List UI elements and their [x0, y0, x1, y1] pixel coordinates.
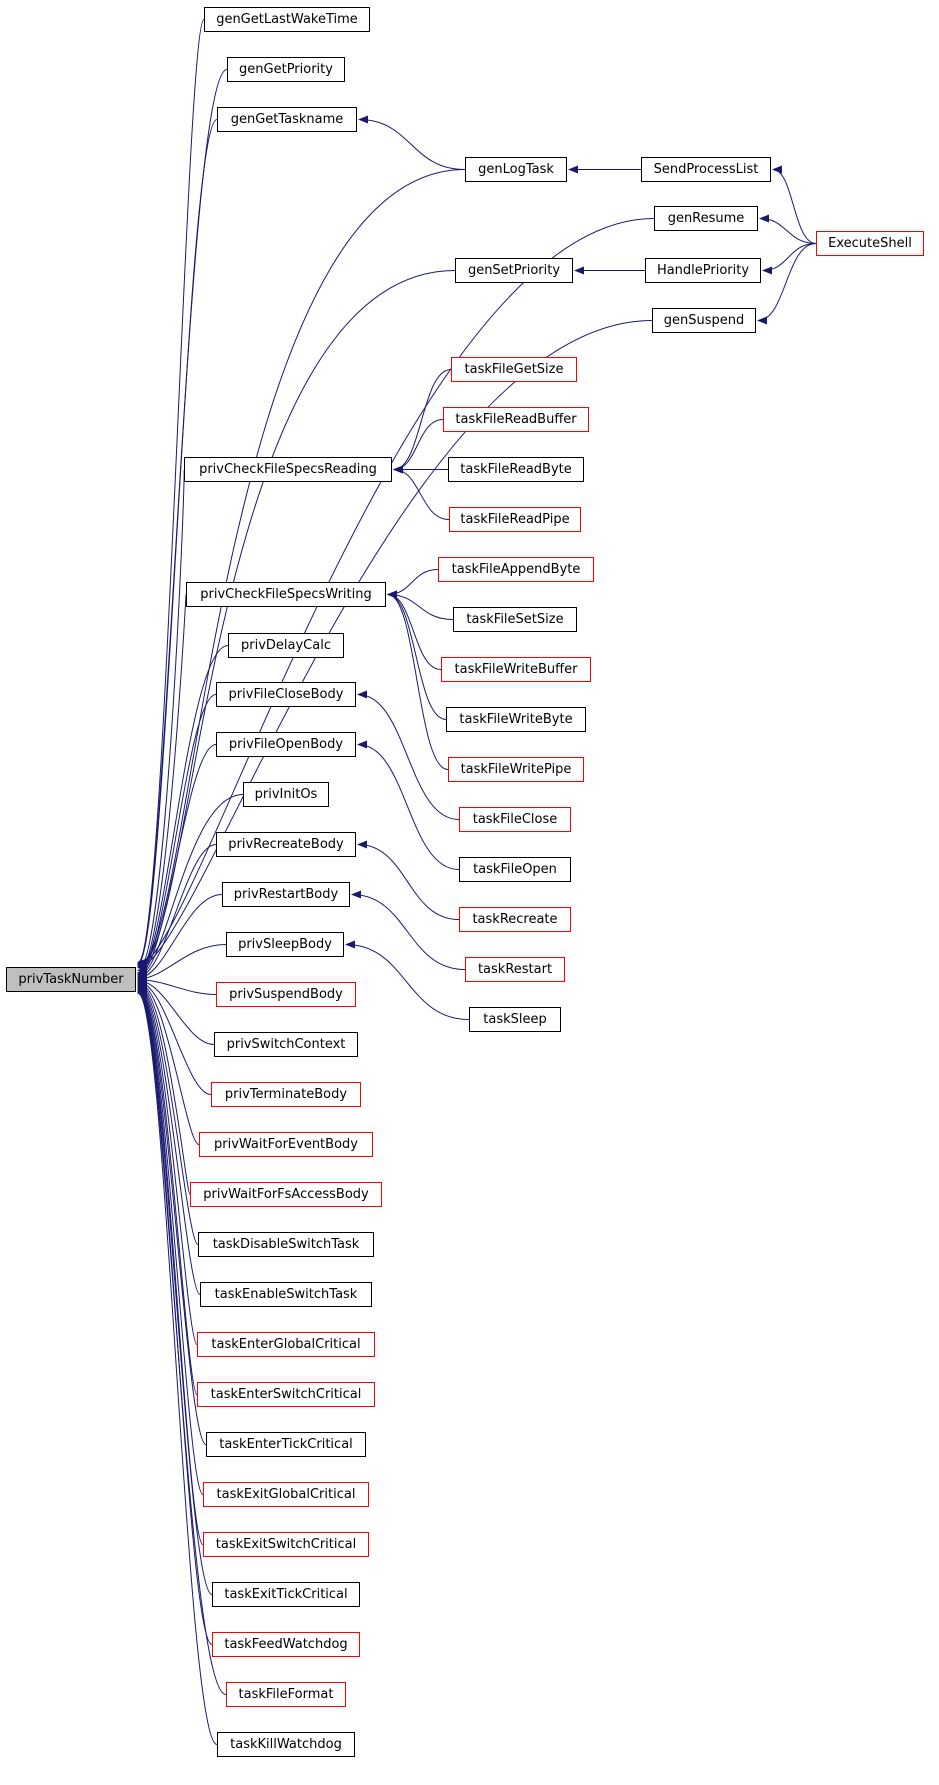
node-task-file-read-pipe[interactable]: taskFileReadPipe [449, 507, 581, 532]
node-gen-get-taskname[interactable]: genGetTaskname [217, 107, 357, 132]
node-task-file-open[interactable]: taskFileOpen [459, 857, 571, 882]
node-task-restart[interactable]: taskRestart [465, 957, 565, 982]
node-task-file-write-pipe[interactable]: taskFileWritePipe [448, 757, 584, 782]
edge-priv-restart-body-to-priv-task-number [137, 894, 223, 982]
edge-task-sleep-to-priv-sleep-body [345, 940, 470, 1020]
node-priv-check-file-specs-writing[interactable]: privCheckFileSpecsWriting [186, 582, 386, 607]
edge-task-file-get-size-to-priv-check-file-specs-reading [393, 369, 452, 474]
node-task-file-format[interactable]: taskFileFormat [226, 1682, 346, 1707]
node-task-file-close[interactable]: taskFileClose [459, 807, 571, 832]
edge-task-file-write-pipe-to-priv-check-file-specs-writing [387, 590, 449, 770]
edge-task-file-append-byte-to-priv-check-file-specs-writing [387, 569, 439, 599]
node-gen-set-priority[interactable]: genSetPriority [455, 258, 573, 283]
edge-task-file-write-byte-to-priv-check-file-specs-writing [387, 590, 447, 720]
node-gen-resume[interactable]: genResume [654, 206, 758, 231]
node-task-sleep[interactable]: taskSleep [469, 1007, 561, 1032]
edge-priv-file-open-body-to-priv-task-number [137, 744, 217, 980]
node-priv-sleep-body[interactable]: privSleepBody [226, 932, 344, 957]
node-priv-wait-for-event-body[interactable]: privWaitForEventBody [199, 1132, 373, 1157]
edge-priv-wait-for-event-body-to-priv-task-number [137, 978, 200, 1145]
node-gen-log-task[interactable]: genLogTask [465, 157, 567, 182]
node-priv-file-close-body[interactable]: privFileCloseBody [216, 682, 356, 707]
node-gen-get-priority[interactable]: genGetPriority [227, 57, 345, 82]
node-task-file-write-buffer[interactable]: taskFileWriteBuffer [441, 657, 591, 682]
edge-task-enable-switch-task-to-priv-task-number [137, 981, 201, 1295]
edge-task-enter-global-critical-to-priv-task-number [137, 982, 198, 1345]
node-task-enter-switch-critical[interactable]: taskEnterSwitchCritical [197, 1382, 375, 1407]
edge-priv-file-close-body-to-priv-task-number [137, 694, 217, 979]
node-task-enter-tick-critical[interactable]: taskEnterTickCritical [206, 1432, 366, 1457]
node-execute-shell[interactable]: ExecuteShell [816, 231, 924, 256]
node-priv-task-number: privTaskNumber [6, 967, 136, 992]
edge-priv-terminate-body-to-priv-task-number [137, 977, 212, 1095]
edge-task-file-write-buffer-to-priv-check-file-specs-writing [387, 590, 442, 670]
edge-task-feed-watchdog-to-priv-task-number [137, 987, 213, 1645]
edge-task-exit-global-critical-to-priv-task-number [137, 984, 204, 1495]
edge-priv-check-file-specs-reading-to-priv-task-number [137, 469, 185, 975]
node-priv-delay-calc[interactable]: privDelayCalc [228, 633, 344, 658]
node-task-exit-switch-critical[interactable]: taskExitSwitchCritical [203, 1532, 369, 1557]
node-task-feed-watchdog[interactable]: taskFeedWatchdog [212, 1632, 360, 1657]
edge-task-enter-switch-critical-to-priv-task-number [137, 983, 198, 1395]
node-task-exit-global-critical[interactable]: taskExitGlobalCritical [203, 1482, 369, 1507]
node-task-recreate[interactable]: taskRecreate [459, 907, 571, 932]
node-gen-suspend[interactable]: genSuspend [652, 308, 756, 333]
edge-execute-shell-to-gen-resume [759, 214, 817, 244]
node-task-file-write-byte[interactable]: taskFileWriteByte [446, 707, 586, 732]
edge-task-file-close-to-priv-file-close-body [357, 690, 460, 820]
edge-task-file-read-pipe-to-priv-check-file-specs-reading [393, 465, 450, 520]
node-priv-restart-body[interactable]: privRestartBody [222, 882, 350, 907]
edge-priv-init-os-to-priv-task-number [137, 794, 244, 981]
edge-task-file-open-to-priv-file-open-body [357, 740, 460, 870]
node-priv-recreate-body[interactable]: privRecreateBody [216, 832, 356, 857]
edge-task-enter-tick-critical-to-priv-task-number [137, 984, 207, 1445]
node-task-enter-global-critical[interactable]: taskEnterGlobalCritical [197, 1332, 375, 1357]
edge-priv-delay-calc-to-priv-task-number [137, 645, 229, 978]
edge-task-exit-tick-critical-to-priv-task-number [137, 986, 213, 1595]
edge-task-disable-switch-task-to-priv-task-number [137, 980, 199, 1245]
node-priv-init-os[interactable]: privInitOs [243, 782, 329, 807]
node-task-file-append-byte[interactable]: taskFileAppendByte [438, 557, 594, 582]
edge-task-kill-watchdog-to-priv-task-number [137, 989, 218, 1745]
edge-gen-set-priority-to-priv-task-number [137, 270, 456, 971]
edge-gen-log-task-to-priv-task-number [137, 169, 466, 969]
node-task-file-read-byte[interactable]: taskFileReadByte [448, 457, 584, 482]
edge-task-recreate-to-priv-recreate-body [357, 840, 460, 920]
edge-gen-get-taskname-to-priv-task-number [137, 119, 218, 968]
edge-execute-shell-to-handle-priority [762, 243, 817, 275]
edge-priv-wait-for-fs-access-body-to-priv-task-number [137, 979, 191, 1195]
edge-task-file-format-to-priv-task-number [137, 988, 227, 1695]
node-gen-get-last-wake-time[interactable]: genGetLastWakeTime [204, 7, 370, 32]
node-priv-switch-context[interactable]: privSwitchContext [214, 1032, 358, 1057]
node-task-file-set-size[interactable]: taskFileSetSize [453, 607, 577, 632]
edge-execute-shell-to-gen-suspend [757, 243, 817, 325]
edge-task-file-read-buffer-to-priv-check-file-specs-reading [393, 419, 444, 474]
node-task-file-get-size[interactable]: taskFileGetSize [451, 357, 577, 382]
node-task-exit-tick-critical[interactable]: taskExitTickCritical [212, 1582, 360, 1607]
edge-execute-shell-to-send-process-list [772, 165, 817, 244]
node-task-enable-switch-task[interactable]: taskEnableSwitchTask [200, 1282, 372, 1307]
node-priv-suspend-body[interactable]: privSuspendBody [216, 982, 356, 1007]
edge-priv-recreate-body-to-priv-task-number [137, 844, 217, 982]
node-priv-check-file-specs-reading[interactable]: privCheckFileSpecsReading [184, 457, 392, 482]
edge-task-restart-to-priv-restart-body [351, 890, 466, 970]
node-priv-terminate-body[interactable]: privTerminateBody [211, 1082, 361, 1107]
edge-gen-log-task-to-gen-get-taskname [358, 115, 466, 170]
edge-priv-check-file-specs-writing-to-priv-task-number [137, 594, 187, 977]
node-task-disable-switch-task[interactable]: taskDisableSwitchTask [198, 1232, 374, 1257]
edge-task-exit-switch-critical-to-priv-task-number [137, 985, 204, 1545]
node-priv-file-open-body[interactable]: privFileOpenBody [216, 732, 356, 757]
edge-gen-get-last-wake-time-to-priv-task-number [137, 19, 205, 966]
node-handle-priority[interactable]: HandlePriority [645, 258, 761, 283]
node-priv-wait-for-fs-access-body[interactable]: privWaitForFsAccessBody [190, 1182, 382, 1207]
node-task-kill-watchdog[interactable]: taskKillWatchdog [217, 1732, 355, 1757]
node-task-file-read-buffer[interactable]: taskFileReadBuffer [443, 407, 589, 432]
node-send-process-list[interactable]: SendProcessList [641, 157, 771, 182]
